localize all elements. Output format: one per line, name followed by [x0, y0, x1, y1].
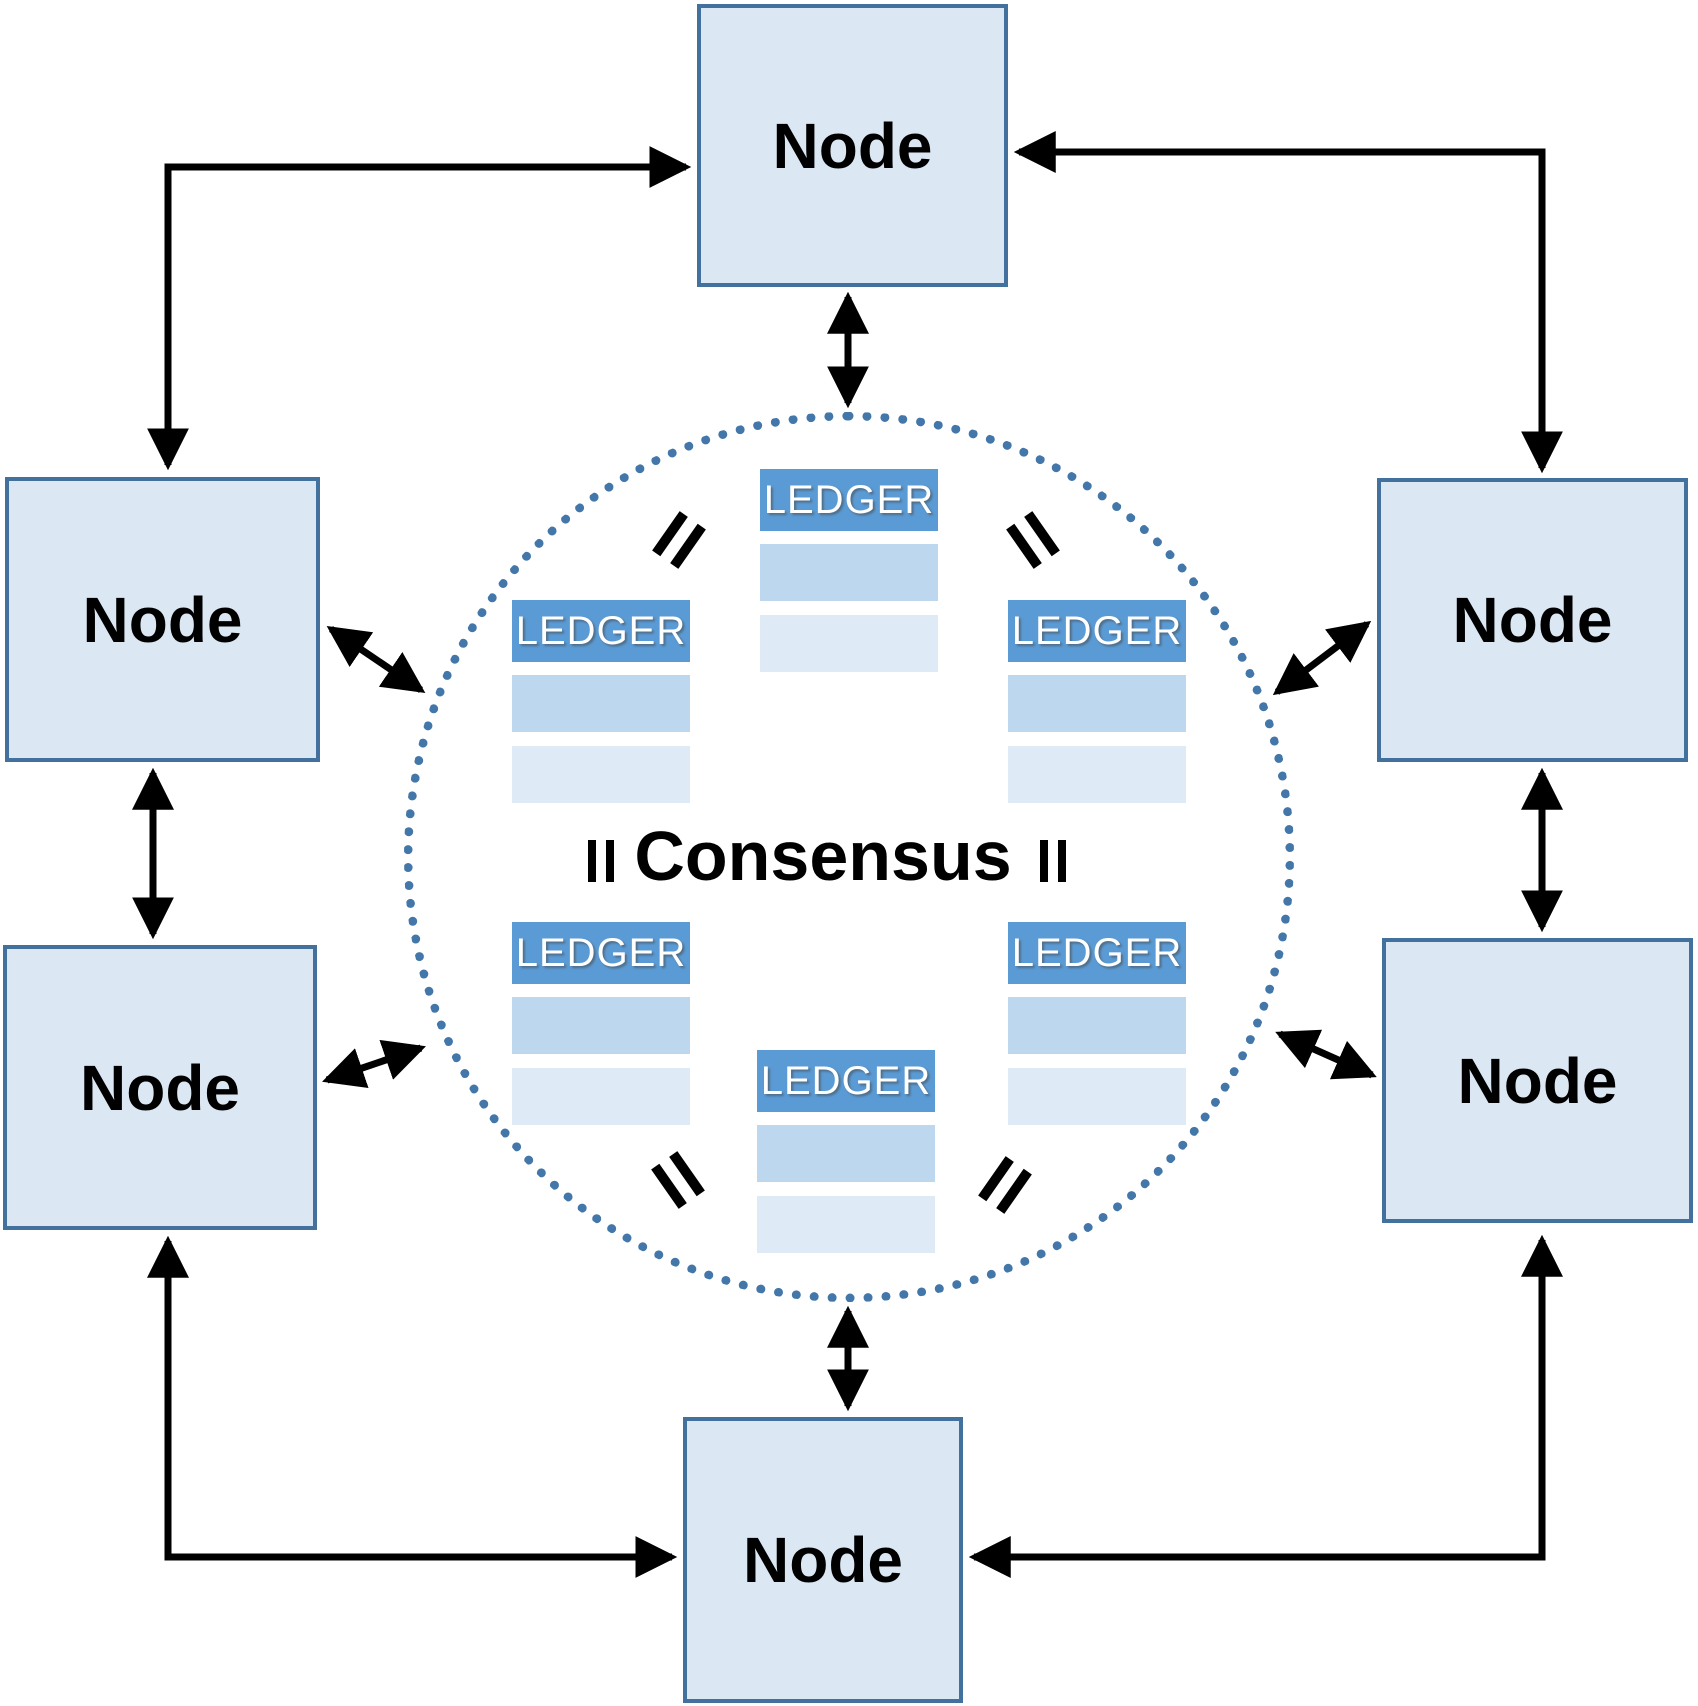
equals-bar [1058, 840, 1066, 882]
equals-icon-mid-left [588, 840, 614, 882]
edge-leftupper-circle [326, 626, 426, 693]
ledger-header: LEDGER [1008, 600, 1186, 662]
ledger-row [512, 675, 690, 732]
ledger-row [760, 544, 938, 601]
ledger-table-left-upper: LEDGER [512, 600, 690, 803]
node-box-top: Node [697, 4, 1008, 287]
node-label: Node [82, 583, 243, 656]
ledger-table-right-lower: LEDGER [1008, 922, 1186, 1125]
ledger-row [760, 615, 938, 672]
node-label: Node [772, 109, 933, 182]
edge-rightupper-top-elbow [1013, 131, 1563, 474]
ledger-header: LEDGER [512, 922, 690, 984]
ledger-row [512, 1068, 690, 1125]
edge-leftlower-bottom-elbow [147, 1235, 678, 1578]
ledger-header: LEDGER [760, 469, 938, 531]
equals-icon-mid-right [1040, 840, 1066, 882]
edge-rightupper-circle [1272, 620, 1372, 696]
ledger-row [1008, 997, 1186, 1054]
ledger-row [757, 1196, 935, 1253]
ledger-header: LEDGER [512, 600, 690, 662]
consensus-circle [404, 412, 1294, 1302]
node-label: Node [80, 1051, 240, 1124]
ledger-row [757, 1125, 935, 1182]
ledger-row [512, 997, 690, 1054]
node-label: Node [743, 1524, 903, 1596]
node-label: Node [1452, 584, 1613, 656]
node-box-bottom: Node [683, 1417, 963, 1703]
edge-leftupper-top-elbow [147, 146, 692, 471]
node-box-right-upper: Node [1377, 478, 1688, 762]
ledger-header: LEDGER [757, 1050, 935, 1112]
ledger-table-right-upper: LEDGER [1008, 600, 1186, 803]
ledger-row [1008, 1068, 1186, 1125]
node-box-left-upper: Node [5, 477, 320, 762]
ledger-table-bottom: LEDGER [757, 1050, 935, 1253]
edge-rightlower-bottom-elbow [968, 1234, 1563, 1578]
ledger-row [1008, 746, 1186, 803]
equals-bar [588, 840, 596, 882]
ledger-row [512, 746, 690, 803]
node-box-left-lower: Node [3, 945, 317, 1230]
equals-bar [606, 840, 614, 882]
ledger-table-left-lower: LEDGER [512, 922, 690, 1125]
ledger-row [1008, 675, 1186, 732]
node-box-right-lower: Node [1382, 938, 1693, 1223]
ledger-header: LEDGER [1008, 922, 1186, 984]
equals-bar [1040, 840, 1048, 882]
node-label: Node [1457, 1044, 1618, 1117]
edge-leftlower-circle [322, 1039, 426, 1089]
ledger-table-top: LEDGER [760, 469, 938, 672]
consensus-label: Consensus [634, 817, 1012, 895]
edge-rightlower-circle [1275, 1029, 1377, 1080]
